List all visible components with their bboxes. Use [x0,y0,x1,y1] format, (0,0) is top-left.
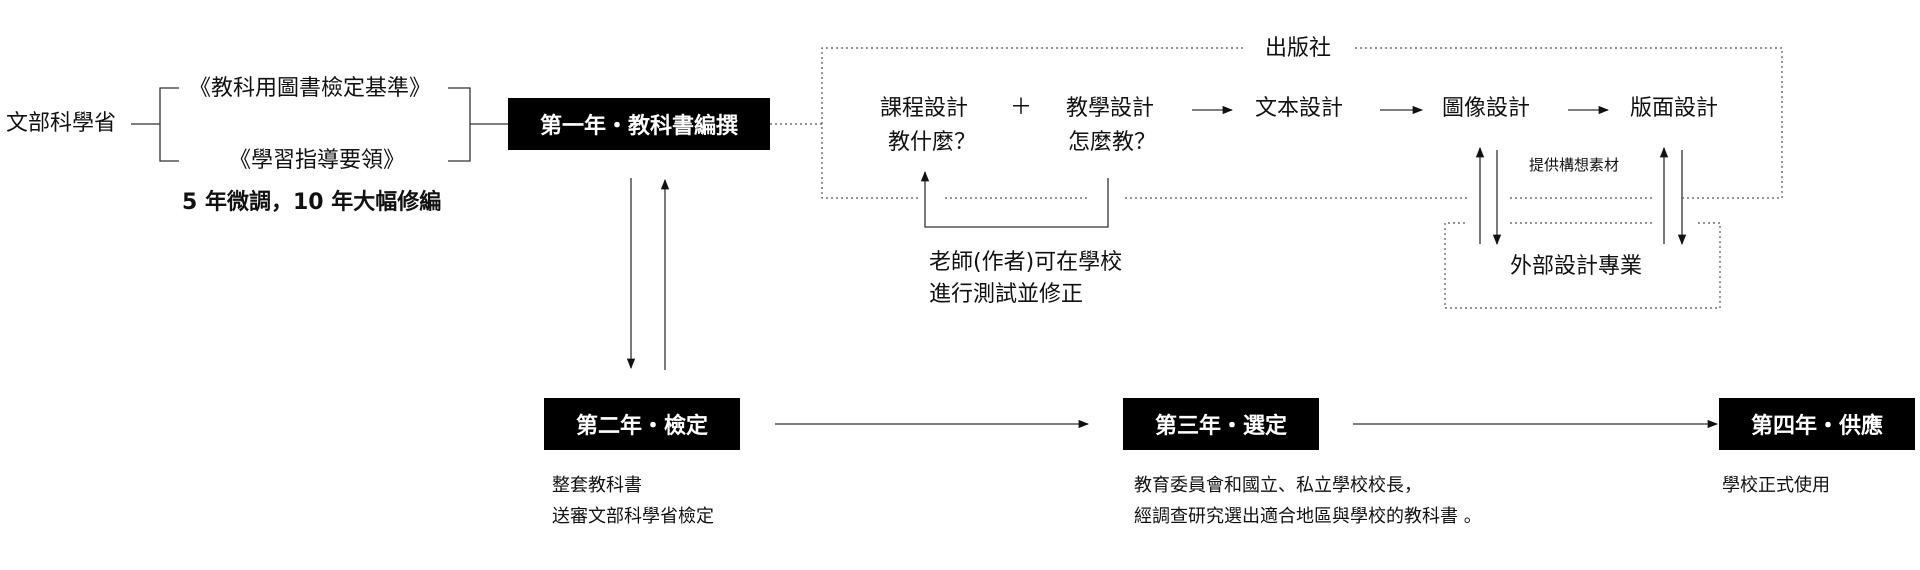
teaching-design-question: 怎麼教？ [1068,130,1157,155]
publisher-label: 出版社 [1265,36,1332,61]
year4-supply-box: 第四年・供應 [1719,398,1915,450]
standard-textbook-criteria: 《教科用圖書檢定基準》 [189,76,432,101]
layout-design-label: 版面設計 [1630,96,1719,121]
year3-desc-line2: 經調查研究選出適合地區與學校的教科書 。 [1134,506,1482,527]
year1-label: 第一年・教科書編撰 [539,114,738,139]
revision-cycle-note: 5 年微調，10 年大幅修編 [182,190,442,215]
year1-compilation-box: 第一年・教科書編撰 [508,98,770,150]
teacher-test-note-line2: 進行測試並修正 [929,282,1084,307]
teaching-design-label: 教學設計 [1066,96,1155,121]
year2-label: 第二年・檢定 [575,414,708,439]
year2-review-box: 第二年・檢定 [544,398,740,450]
ministry-label: 文部科學省 [6,111,117,136]
text-design-label: 文本設計 [1255,96,1344,121]
standard-curriculum-guideline: 《學習指導要領》 [229,148,406,173]
year4-desc: 學校正式使用 [1722,475,1830,496]
curriculum-design-question: 教什麼？ [888,130,977,155]
year2-desc-line1: 整套教科書 [552,475,642,496]
external-design-label: 外部設計專業 [1510,254,1643,279]
year3-desc-line1: 教育委員會和國立、私立學校校長， [1134,475,1422,496]
year2-desc-line2: 送審文部科學省檢定 [552,506,714,527]
year4-label: 第四年・供應 [1750,414,1883,439]
provide-materials-note: 提供構想素材 [1529,156,1620,174]
plus-sign: ＋ [1010,95,1033,120]
image-design-label: 圖像設計 [1442,96,1531,121]
year3-label: 第三年・選定 [1154,414,1287,439]
year3-selection-box: 第三年・選定 [1123,398,1319,450]
teacher-test-note-line1: 老師(作者)可在學校 [929,250,1123,275]
curriculum-design-label: 課程設計 [880,96,969,121]
